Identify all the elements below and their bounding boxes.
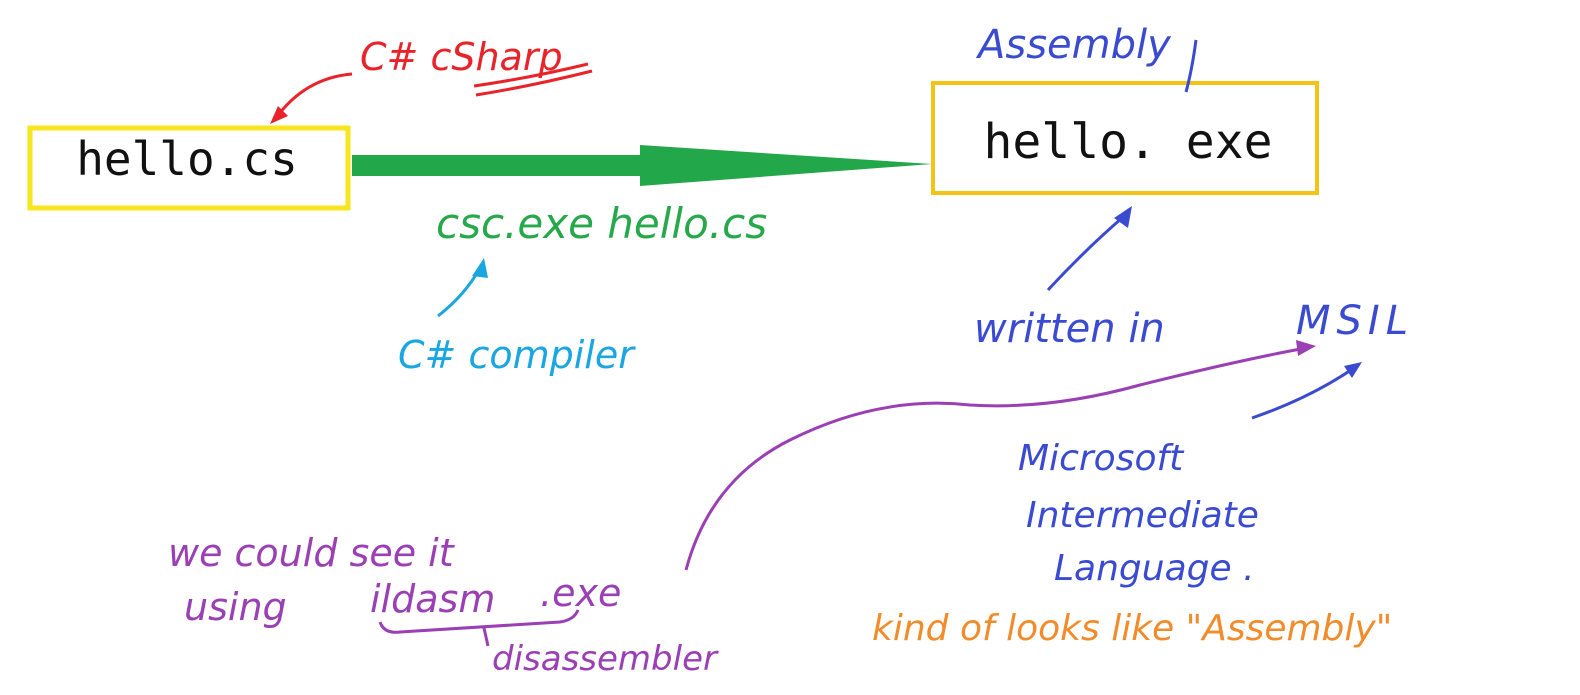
msil-definition-arrow-head xyxy=(1344,362,1362,378)
csharp-arrow-head xyxy=(270,106,288,124)
ildasm-using-label: using xyxy=(184,585,287,629)
ildasm-tool-label: ildasm xyxy=(370,577,495,621)
disassembler-label: disassembler xyxy=(492,639,719,679)
csharp-arrow xyxy=(274,72,353,119)
compiler-annotation: C# compiler xyxy=(398,258,636,377)
compile-command: csc.exe hello.cs xyxy=(436,199,767,248)
ildasm-ext-label: .exe xyxy=(540,571,621,615)
source-file-box xyxy=(27,125,351,211)
looks-like-label: kind of looks like "Assembly" xyxy=(872,608,1392,649)
csharp-underline-2 xyxy=(475,69,593,97)
assembly-box xyxy=(931,81,1319,195)
compile-arrow-head xyxy=(640,145,932,186)
written-in-label: written in xyxy=(974,306,1165,352)
ildasm-brace xyxy=(378,609,580,634)
ildasm-annotation: we could see it using ildasm .exe disass… xyxy=(168,340,1316,679)
ildasm-to-msil-arrow-head xyxy=(1296,340,1316,356)
msil-full-line3: Language . xyxy=(1054,548,1255,589)
compile-arrow-shaft xyxy=(352,155,647,176)
source-file-node: hello.cs xyxy=(27,125,351,211)
compile-arrow xyxy=(352,145,932,186)
assembly-label-tail xyxy=(1184,39,1198,93)
csharp-label: C# cSharp xyxy=(360,35,563,79)
assembly-node: hello. exe xyxy=(931,81,1319,195)
ildasm-brace-tick xyxy=(482,627,490,647)
compiler-label: C# compiler xyxy=(398,333,636,377)
source-file-label: hello.cs xyxy=(76,132,298,186)
written-in-arrow xyxy=(1046,216,1123,292)
msil-label: MSIL xyxy=(1296,298,1414,344)
csharp-annotation: C# cSharp xyxy=(270,35,593,124)
written-in-arrow-head xyxy=(1114,206,1132,228)
compiler-arrow-head xyxy=(472,258,488,278)
ildasm-line1: we could see it xyxy=(168,531,456,575)
msil-full-line1: Microsoft xyxy=(1018,438,1185,479)
assembly-label: Assembly xyxy=(975,22,1172,68)
csharp-underline-1 xyxy=(473,62,589,88)
ildasm-to-msil-arrow xyxy=(684,346,1307,571)
msil-full-line2: Intermediate xyxy=(1026,495,1259,536)
assembly-file-label: hello. exe xyxy=(984,114,1273,170)
msil-definition-arrow xyxy=(1251,366,1355,420)
msil-annotation: written in MSIL Microsoft Intermediate L… xyxy=(974,206,1414,589)
